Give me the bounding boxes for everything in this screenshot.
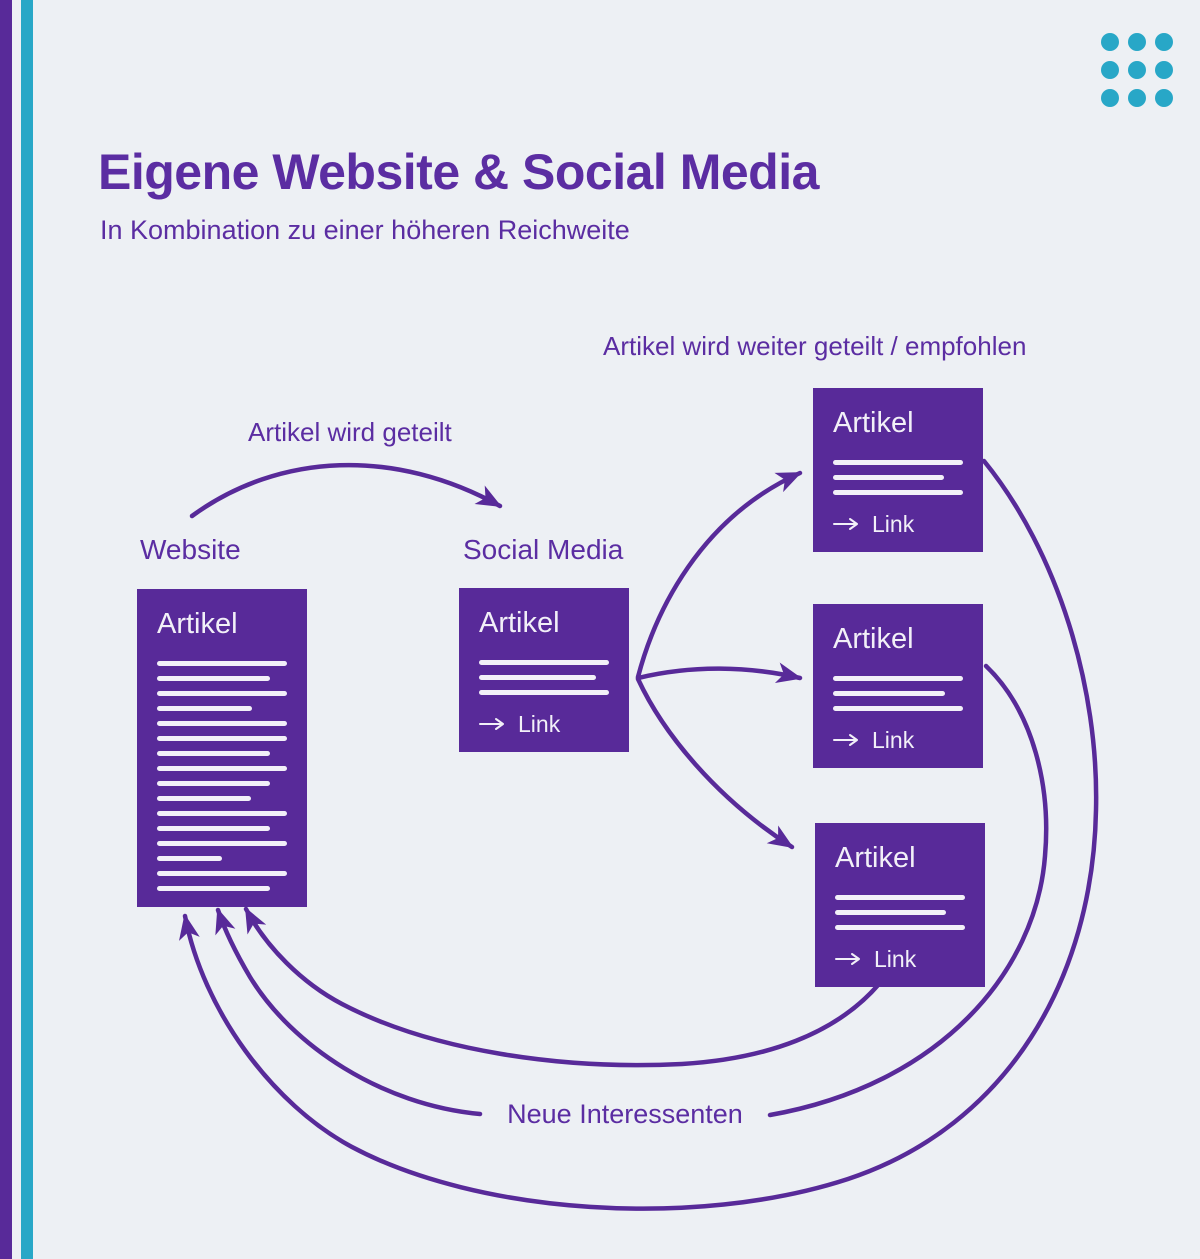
article-box-title: Artikel [835,842,916,874]
link-label: Link [874,945,917,972]
text-line [835,894,965,900]
shared-article-box-bottom: Artikel Link [815,823,985,987]
return-curve-labeled-left [215,907,483,1117]
link-arrow-icon [833,518,858,531]
dot-icon [1128,61,1146,79]
article-link-row: Link [479,711,609,738]
text-line [157,690,287,696]
article-text-lines [833,675,963,711]
article-box-title: Artikel [833,623,914,655]
page-subtitle: In Kombination zu einer höheren Reichwei… [100,215,630,245]
shared-article-box-top: Artikel Link [813,388,983,552]
text-line [157,840,287,846]
text-line [157,705,252,711]
link-arrow-icon [835,953,860,966]
text-line [157,675,271,681]
text-line [479,659,609,665]
article-box-title: Artikel [479,607,560,639]
left-accent-bar-purple [0,0,12,1259]
article-box-title: Artikel [833,407,914,439]
text-line [833,489,963,495]
social-media-article-box: Artikel Link [459,588,629,752]
text-line [833,459,963,465]
article-text-lines [157,660,287,891]
arrow-social-to-artikel-top [635,470,803,680]
label-article-reshared: Artikel wird weiter geteilt / empfohlen [603,331,1027,361]
article-box-title: Artikel [157,608,238,640]
website-article-box: Artikel [137,589,307,907]
dot-icon [1101,33,1119,51]
link-arrow-icon [479,718,504,731]
text-line [479,674,596,680]
arrow-social-to-artikel-middle [635,662,803,684]
text-line [157,810,287,816]
link-label: Link [872,510,915,537]
page-title: Eigene Website & Social Media [98,144,819,200]
link-label: Link [518,710,561,737]
dot-icon [1128,89,1146,107]
text-line [157,735,287,741]
label-social-media: Social Media [463,534,624,565]
dot-icon [1155,33,1173,51]
arrow-social-to-artikel-bottom [635,676,795,850]
arrow-website-to-social [189,462,503,519]
label-website: Website [140,534,241,565]
text-line [835,909,946,915]
article-link-row: Link [833,511,963,538]
dot-icon [1101,61,1119,79]
text-line [835,924,965,930]
link-label: Link [872,726,915,753]
text-line [157,795,251,801]
article-text-lines [833,459,963,495]
article-text-lines [835,894,965,930]
text-line [833,705,963,711]
text-line [157,885,271,891]
text-line [833,690,945,696]
link-arrow-icon [833,734,858,747]
text-line [157,780,271,786]
dot-icon [1101,89,1119,107]
text-line [157,660,287,666]
return-curve-inner [243,906,882,1068]
article-link-row: Link [835,946,965,973]
text-line [833,474,944,480]
text-line [157,870,287,876]
text-line [157,750,271,756]
text-line [157,765,287,771]
dots-grid-decoration [1101,33,1173,107]
text-line [479,689,609,695]
text-line [157,855,222,861]
article-link-row: Link [833,727,963,754]
dot-icon [1155,89,1173,107]
label-article-shared: Artikel wird geteilt [248,417,452,447]
label-new-prospects: Neue Interessenten [507,1099,743,1129]
text-line [157,720,287,726]
article-text-lines [479,659,609,695]
left-accent-bar-teal [21,0,33,1259]
text-line [833,675,963,681]
dot-icon [1128,33,1146,51]
shared-article-box-middle: Artikel Link [813,604,983,768]
dot-icon [1155,61,1173,79]
text-line [157,825,271,831]
